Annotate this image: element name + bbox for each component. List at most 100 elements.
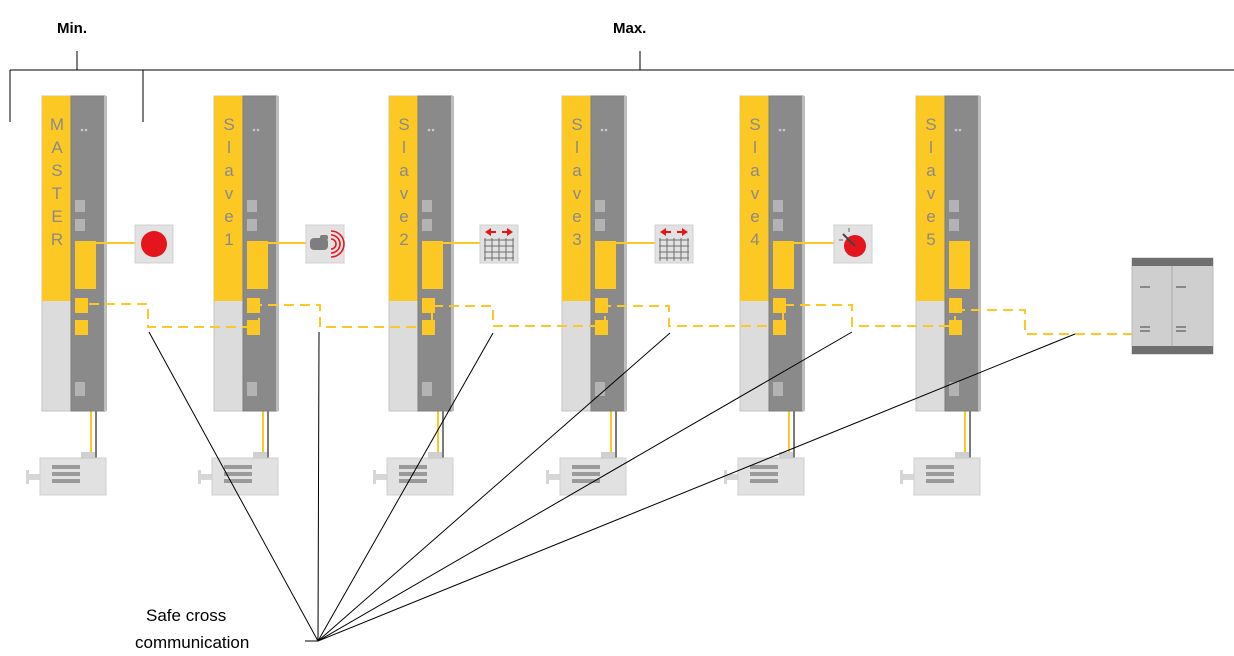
motor-fin [52, 472, 80, 476]
motor-icon [900, 452, 981, 496]
module-letter: e [926, 207, 935, 226]
motor-fin [750, 465, 778, 469]
module-edge [104, 96, 107, 411]
motor-fin [224, 479, 252, 483]
controller-slot [1176, 326, 1186, 328]
connector-large [595, 241, 616, 289]
safe-cross-label-line2: communication [135, 633, 249, 652]
motor-fin [224, 472, 252, 476]
controller-bottom [1132, 346, 1213, 354]
module-letter: a [572, 161, 582, 180]
stop-button [141, 231, 167, 257]
motor-shaft [903, 474, 914, 480]
motor-fin [750, 472, 778, 476]
motor-body [211, 457, 279, 496]
module-label-panel [740, 96, 770, 301]
terminal [75, 382, 85, 396]
led-dot [431, 128, 435, 132]
max-label: Max. [613, 20, 646, 37]
connector-small [247, 298, 260, 313]
led-dot [782, 128, 786, 132]
motor-fin [572, 465, 600, 469]
motor-fin [926, 465, 954, 469]
module-letter: e [750, 207, 759, 226]
motor-icon [373, 452, 454, 496]
motor-terminal [601, 452, 615, 459]
module-label-panel [214, 96, 244, 301]
module-letter: a [750, 161, 760, 180]
controller-top [1132, 258, 1213, 266]
connector-small [247, 320, 260, 335]
terminal [75, 219, 85, 231]
arrow-left [660, 228, 671, 236]
connector-large [773, 241, 794, 289]
module-label-panel [562, 96, 592, 301]
motor-shaft [198, 470, 201, 484]
terminal [247, 382, 257, 396]
motor-shaft [546, 470, 549, 484]
pointer-lines [148, 331, 1076, 642]
pointer-line [317, 331, 320, 642]
led-dot [954, 128, 958, 132]
module-letter: M [50, 115, 64, 134]
module-label-panel [42, 96, 72, 301]
pointer-line [317, 332, 671, 642]
terminal [773, 382, 783, 396]
controller-slot [1176, 330, 1186, 332]
module-edge [276, 96, 279, 411]
module-letter: S [398, 115, 409, 134]
module-edge [802, 96, 805, 411]
module-letter: v [400, 184, 409, 203]
min-label: Min. [57, 20, 87, 37]
module-letter: l [753, 138, 757, 157]
led-dot [778, 128, 782, 132]
terminal [422, 219, 432, 231]
connector-large [75, 241, 96, 289]
connector-large [247, 241, 268, 289]
module-letter: S [749, 115, 760, 134]
terminal [75, 200, 85, 212]
terminal [595, 200, 605, 212]
motor-body [39, 457, 107, 496]
hand-shape [320, 235, 328, 240]
controller-slot [1140, 330, 1150, 332]
module-letter: v [751, 184, 760, 203]
terminal [595, 382, 605, 396]
led-dot [958, 128, 962, 132]
terminal [949, 382, 959, 396]
module-letter: E [51, 207, 62, 226]
led-dot [84, 128, 88, 132]
controller-icon [1131, 257, 1214, 355]
motor-fin [399, 479, 427, 483]
connector-small [75, 320, 88, 335]
module-edge [978, 96, 981, 411]
connector-small [773, 320, 786, 335]
motor-fin [926, 479, 954, 483]
motor-fin [572, 472, 600, 476]
terminal [773, 200, 783, 212]
motor-shaft [201, 474, 212, 480]
signal-wave [330, 230, 345, 258]
light-curtain-icon [654, 224, 694, 264]
motor-shaft [26, 470, 29, 484]
module-letter: 4 [750, 230, 759, 249]
terminal [422, 200, 432, 212]
module-edge [624, 96, 627, 411]
motor-body [559, 457, 627, 496]
module-letter: S [51, 161, 62, 180]
module-letter: a [224, 161, 234, 180]
pointer-line [317, 333, 1076, 642]
two-hand-control-icon [305, 224, 345, 264]
module-letter: l [227, 138, 231, 157]
cross-communication-dashed-line [89, 303, 1132, 335]
module-letter: S [925, 115, 936, 134]
motor-shaft [727, 474, 738, 480]
led-dot [80, 128, 84, 132]
devices-layer [96, 224, 1214, 355]
terminal [949, 200, 959, 212]
module-edge [451, 96, 454, 411]
